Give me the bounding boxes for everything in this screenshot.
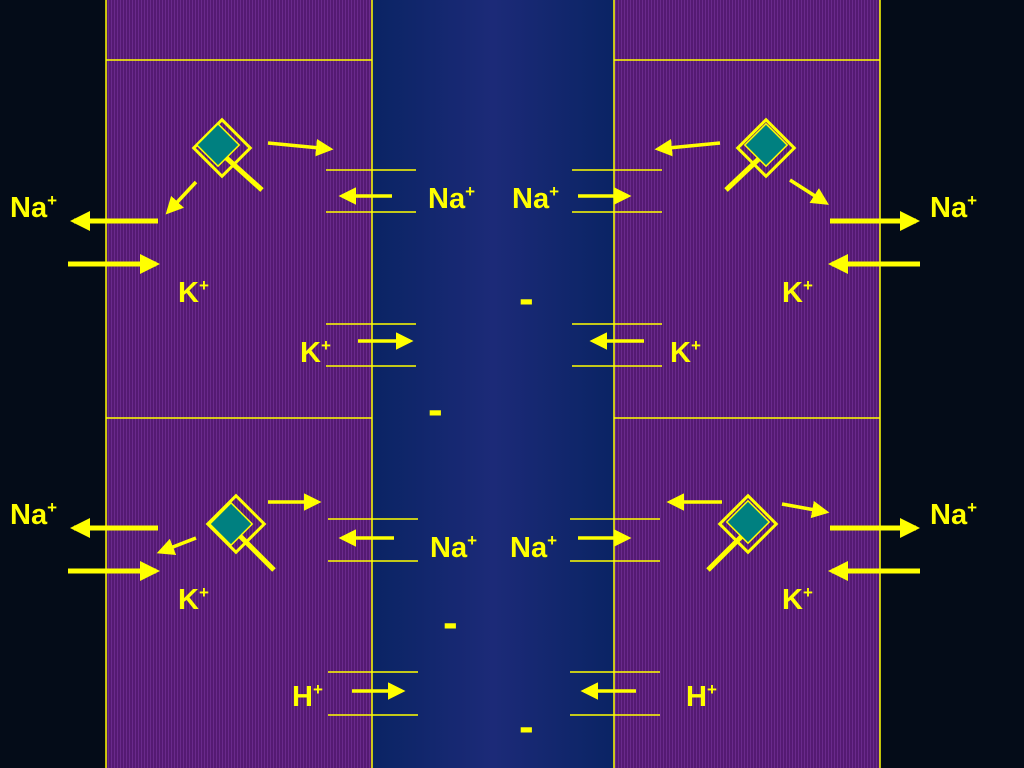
- label-k-right-top: K+: [782, 276, 813, 309]
- label-outer-na-right-bottom: Na+: [930, 498, 977, 531]
- channels: [326, 169, 662, 716]
- interstitial-left: [0, 0, 105, 768]
- label-outer-na-left-bottom: Na+: [10, 498, 57, 531]
- ion-labels: Na+ K+ Na+ K+ Na+ K+ Na+ K+ Na+ K+ Na+ H…: [10, 182, 977, 713]
- label-k-right-bottom: K+: [782, 583, 813, 616]
- label-channel-na-left-bottom: Na+: [430, 531, 477, 564]
- label-outer-na-left-top: Na+: [10, 191, 57, 224]
- big-arrows: [68, 211, 920, 581]
- lumen: [372, 0, 614, 768]
- label-channel-h-left: H+: [292, 680, 323, 713]
- interstitial-right: [880, 0, 1024, 768]
- label-k-left-top: K+: [178, 276, 209, 309]
- label-channel-na-right-bottom: Na+: [510, 531, 557, 564]
- label-k-left-bottom: K+: [178, 583, 209, 616]
- charge-minus-3: -: [443, 598, 458, 647]
- charge-minus-4: -: [519, 702, 534, 751]
- charge-minus-1: -: [519, 274, 534, 323]
- label-channel-k-right-top: K+: [670, 336, 701, 369]
- cell-right: [614, 0, 880, 768]
- label-channel-h-right: H+: [686, 680, 717, 713]
- label-outer-na-right-top: Na+: [930, 191, 977, 224]
- pump-top-right: [724, 117, 797, 192]
- lumen-charges: - - - -: [428, 274, 534, 751]
- cell-left: [106, 0, 372, 768]
- pump-bottom-left: [205, 493, 276, 572]
- thin-arrows: [156, 138, 830, 700]
- charge-minus-2: -: [428, 385, 443, 434]
- pump-top-left: [191, 117, 264, 192]
- pump-bottom-right: [706, 493, 779, 572]
- label-channel-k-left-top: K+: [300, 336, 331, 369]
- cell-borders: [105, 0, 881, 768]
- label-channel-na-left-top: Na+: [428, 182, 475, 215]
- label-channel-na-right-top: Na+: [512, 182, 559, 215]
